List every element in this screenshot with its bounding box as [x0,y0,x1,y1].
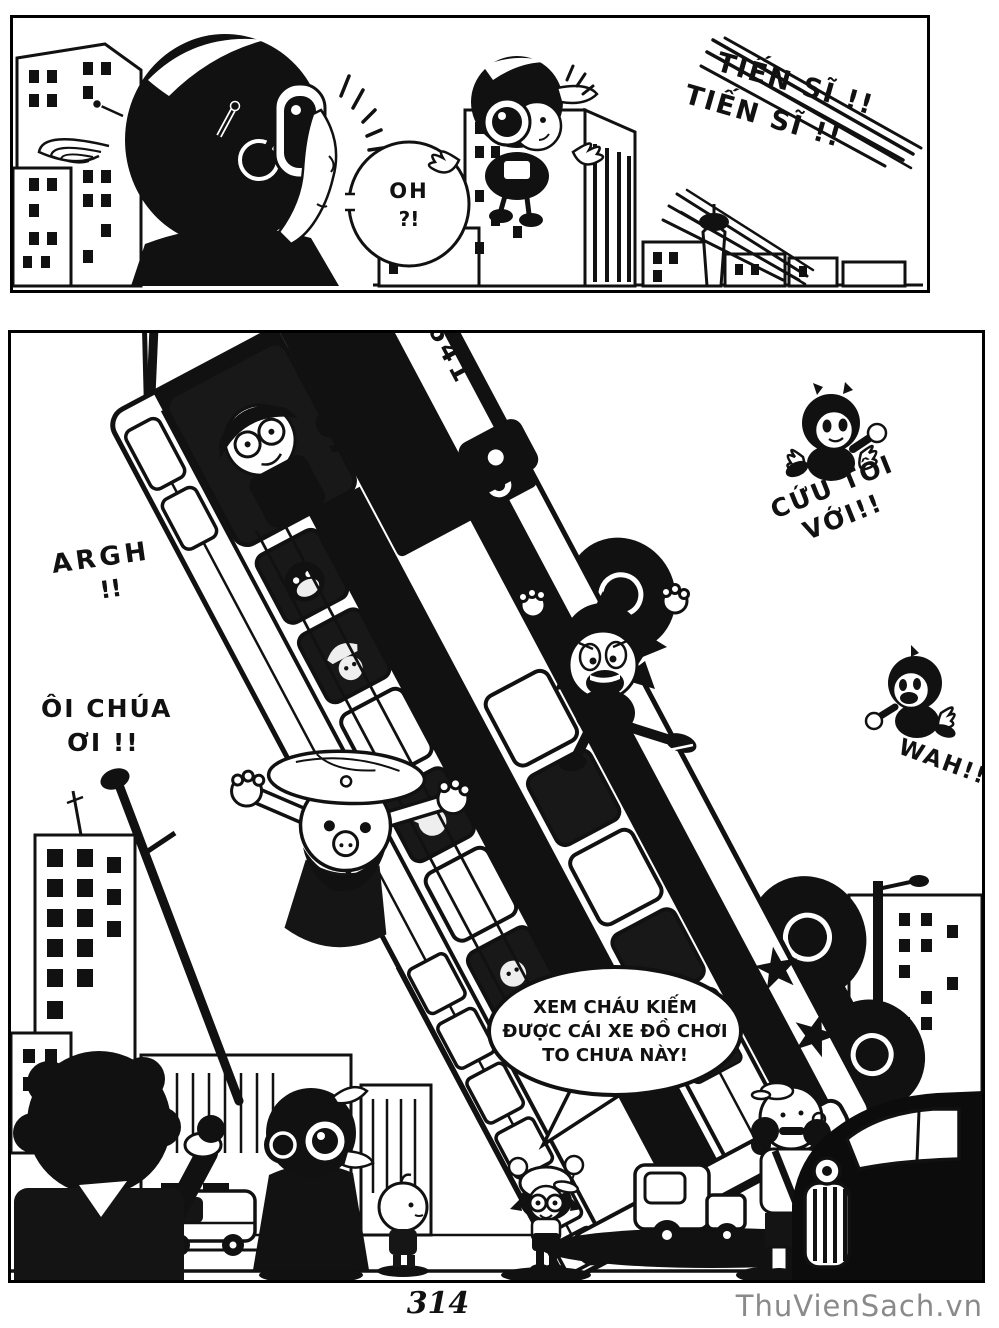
speech-bubble-main: XEM CHÁU KIẾM ĐƯỢC CÁI XE ĐỒ CHƠI TO CHƯ… [487,965,743,1150]
truck [633,1163,747,1250]
helmet-kid-bystander [253,1085,375,1280]
gatchan-flying-1 [785,382,888,481]
sfx-wah: WAH!! [895,734,982,790]
bubble-text: XEM CHÁU KIẾM [533,994,697,1018]
surprise-marks [339,74,385,152]
conductor-falling [230,749,472,948]
black-car [792,1091,982,1280]
passenger-panicked [517,583,697,772]
city-skyline-left [13,42,143,288]
panel-main-art: 931 25641 [11,333,982,1280]
bubble-text: ?! [399,207,420,231]
afro-bystander [13,1051,225,1280]
speech-bubble-oh: OH ?! [345,140,471,268]
bus-driver [218,403,326,528]
bubble-text: TO CHƯA NÀY! [542,1044,688,1066]
bus-wheels [565,537,926,1110]
flying-boy [427,56,605,227]
fallen-lamp-pole [100,768,244,1106]
sfx-text: ÔI CHÚA [41,693,172,723]
sfx-oi-chua-oi: ÔI CHÚA ƠI !! [41,693,172,757]
antenna-icon [91,98,241,138]
panel-main: 931 25641 [8,330,985,1283]
bubble-text: OH [389,179,428,203]
sfx-text: !! [98,574,124,605]
gatchan-flying-2 [864,645,956,738]
sfx-argh: ARGH !! [50,536,152,605]
page-number: 314 [406,1286,470,1321]
bald-kid-bystander [377,1173,429,1277]
bubble-text: ĐƯỢC CÁI XE ĐỒ CHƠI [502,1018,727,1042]
panel-top-art: OH ?! [13,34,923,288]
sfx-text: ƠI !! [67,728,140,757]
sfx-text: WAH!! [895,734,982,790]
speed-lines [661,36,923,286]
arale-lifting-bus [501,1154,591,1280]
panel-top: OH ?! [10,15,930,293]
robot-head [91,34,385,286]
sfx-text: ARGH [50,536,152,580]
watermark: ThuVienSach.vn [735,1289,983,1323]
